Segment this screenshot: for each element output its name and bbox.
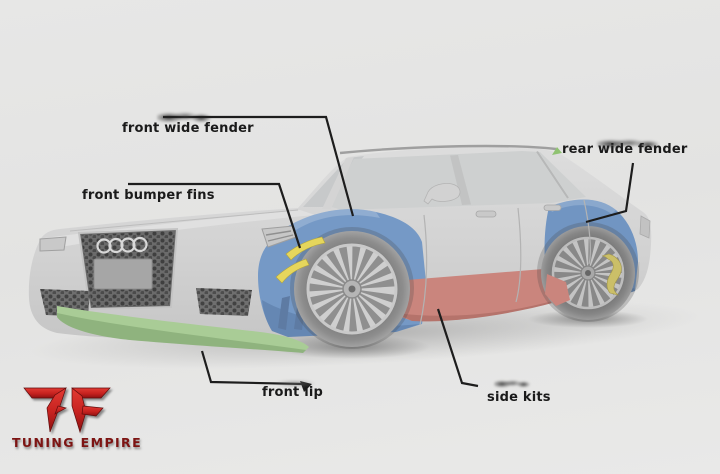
label-front-wide-fender: front wide fender	[122, 121, 254, 136]
label-front-bumper-fins: front bumper fins	[82, 188, 215, 203]
front-wide-fender-line	[163, 115, 355, 217]
side-kit-part	[392, 268, 568, 322]
rear-wide-fender-line	[585, 162, 635, 224]
side-kit-rear-end	[545, 274, 570, 306]
roof-rail	[339, 144, 557, 155]
roof-fin-part	[552, 147, 562, 155]
label-front-lip: front lip	[262, 385, 324, 400]
front-lip-part	[57, 306, 309, 353]
tuning-empire-wordmark: TUNING EMPIRE	[12, 435, 143, 450]
tuning-empire-monogram-icon	[23, 387, 111, 434]
door-seams	[419, 199, 591, 326]
a-pillar	[322, 157, 354, 209]
hood-seam	[69, 209, 299, 232]
watermark-smudge	[157, 112, 211, 123]
rear-diffuser-fin-part	[601, 253, 622, 296]
watermark-smudge	[597, 139, 659, 149]
side-mirror	[423, 183, 461, 205]
tuning-empire-logo: TUNING EMPIRE	[10, 381, 143, 461]
audi-rings-icon	[96, 236, 148, 254]
front-bumper-fins-line	[128, 182, 302, 249]
headlight-left	[39, 236, 67, 252]
front-intake-right-mesh	[196, 288, 252, 316]
side-kits-line	[436, 308, 479, 388]
front-wheel	[294, 231, 410, 347]
b-pillar	[450, 155, 471, 205]
license-plate	[93, 258, 153, 290]
door-handles	[475, 204, 562, 218]
taillight	[639, 215, 651, 239]
c-pillar-seam	[536, 150, 569, 199]
front-bumper-fins-part	[275, 236, 326, 284]
watermark-smudge	[272, 380, 318, 387]
label-side-kits: side kits	[487, 390, 551, 405]
watermark-smudge	[494, 380, 530, 388]
